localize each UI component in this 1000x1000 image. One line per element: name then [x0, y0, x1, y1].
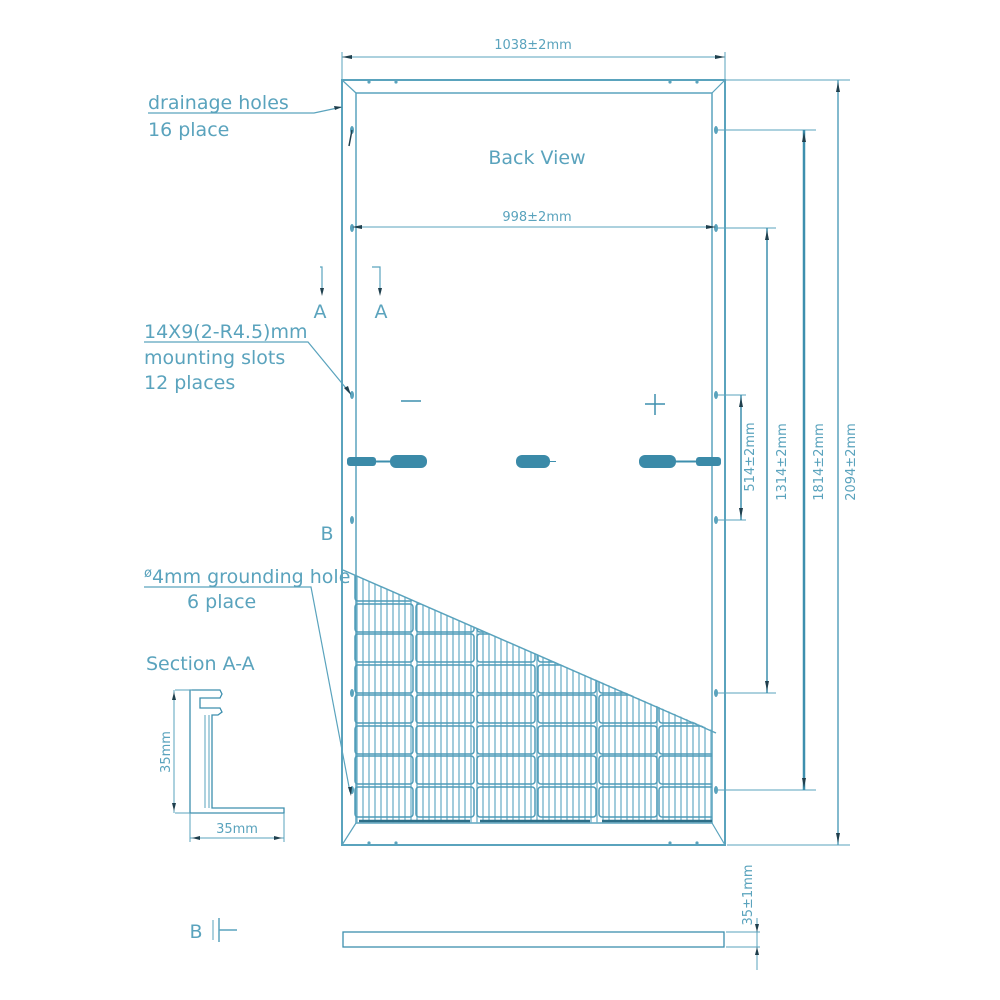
mounting-label-line2: mounting slots — [144, 347, 285, 369]
diameter-symbol: ø — [144, 566, 152, 581]
section-marker-a-left: A — [314, 301, 327, 323]
section-marker-b-top: B — [320, 523, 333, 545]
view-title: Back View — [488, 147, 585, 169]
grounding-callout: ø4mm grounding hole 6 place — [144, 566, 352, 796]
inner-width-label: 998±2mm — [502, 210, 571, 225]
solar-cell-grid — [354, 570, 712, 823]
overall-width-dimension: 1038±2mm — [341, 38, 726, 80]
side-view: B 35±1mm — [189, 864, 760, 970]
section-a-markers: A A — [314, 266, 388, 323]
section-aa-width-label: 35mm — [216, 822, 258, 837]
section-aa-height-label: 35mm — [159, 731, 174, 773]
section-marker-a-right: A — [375, 301, 388, 323]
dim-2094-label: 2094±2mm — [844, 423, 859, 501]
dim-1314-label: 1314±2mm — [775, 423, 790, 501]
grounding-label-line2: 6 place — [187, 591, 256, 613]
junction-boxes — [347, 455, 721, 468]
grounding-label-line1: 4mm grounding hole — [152, 566, 350, 588]
mounting-label-line1: 14X9(2-R4.5)mm — [144, 321, 308, 343]
cutaway-edge — [342, 569, 717, 734]
section-aa-title: Section A-A — [146, 653, 255, 675]
drainage-callout: drainage holes 16 place — [148, 92, 353, 147]
drainage-label-line1: drainage holes — [148, 92, 289, 114]
mounting-slots-callout: 14X9(2-R4.5)mm mounting slots 12 places — [144, 321, 351, 395]
vertical-dimensions: 514±2mm 1314±2mm 1814±2mm 2094±2mm — [716, 79, 859, 846]
dim-1814-label: 1814±2mm — [812, 423, 827, 501]
overall-width-label: 1038±2mm — [494, 38, 572, 53]
dim-514-label: 514±2mm — [743, 422, 758, 491]
mounting-label-line3: 12 places — [144, 372, 235, 394]
thickness-label: 35±1mm — [741, 864, 756, 925]
inner-width-dimension: 998±2mm — [352, 210, 716, 229]
positive-terminal-symbol — [645, 394, 665, 415]
section-aa-detail: Section A-A 35mm 35mm — [146, 653, 285, 842]
svg-text:ø4mm grounding hole: ø4mm grounding hole — [144, 566, 350, 588]
section-marker-b-bottom: B — [189, 921, 202, 943]
drainage-label-line2: 16 place — [148, 119, 229, 141]
